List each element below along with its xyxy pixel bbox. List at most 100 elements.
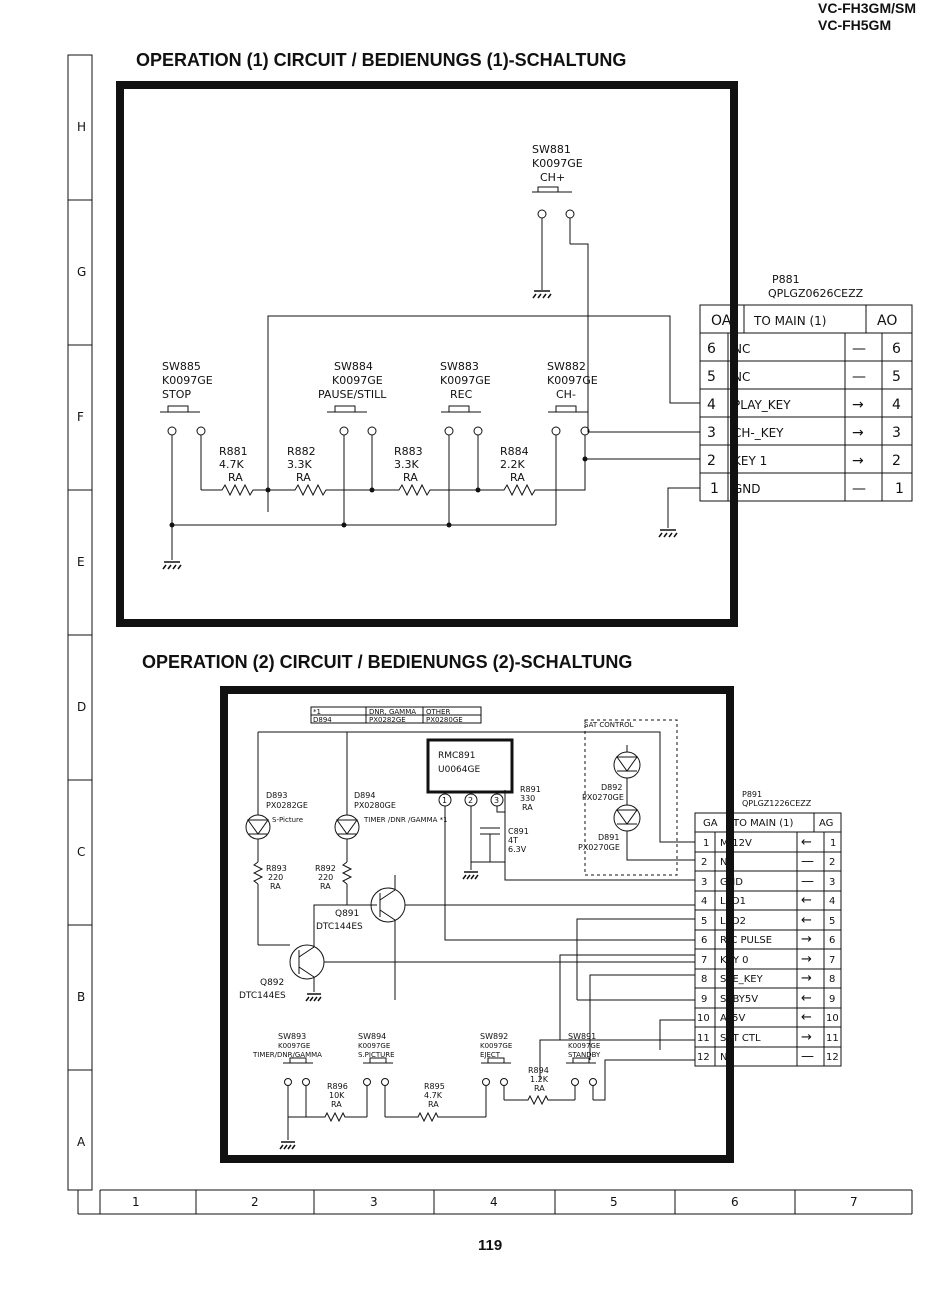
r892-value: 220 <box>318 873 333 882</box>
q891-ref: Q891 <box>335 909 359 919</box>
col-label: 1 <box>132 1195 140 1209</box>
r895-type: RA <box>428 1100 439 1109</box>
d894-label: TIMER /DNR /GAMMA *1 <box>363 816 448 824</box>
row-label: B <box>77 990 85 1004</box>
col-label: 3 <box>370 1195 378 1209</box>
r894-value: 1.2K <box>530 1075 549 1084</box>
p881-pin-name: KEY 1 <box>733 454 767 468</box>
r881-value: 4.7K <box>219 458 244 471</box>
p891-main-pin: 9 <box>829 994 835 1005</box>
sw892-ref: SW892 <box>480 1032 508 1041</box>
p891-pin-dir: ← <box>801 893 812 908</box>
circuit2-board-outline <box>220 686 734 1163</box>
p891-pin-num: 11 <box>697 1033 710 1044</box>
r892-type: RA <box>320 882 331 891</box>
p891-pin-num: 2 <box>701 857 707 868</box>
p891-pin-dir: ← <box>801 913 812 928</box>
p891-pin-num: 6 <box>701 935 707 946</box>
sw894-part: K0097GE <box>358 1042 390 1050</box>
p891-pin-name: NC <box>720 1052 734 1063</box>
r895-ref: R895 <box>424 1082 445 1091</box>
q891-part: DTC144ES <box>316 922 363 932</box>
r891-value: 330 <box>520 794 535 803</box>
sat-control-box <box>584 719 678 876</box>
p881-connector-table: OA TO MAIN (1) AO 6 NC — 6 5 NC — 5 4 PL… <box>699 304 913 502</box>
sw881-ref: SW881 <box>532 143 571 156</box>
sw885-ref: SW885 <box>162 360 201 373</box>
p891-pin-dir: ← <box>801 835 812 850</box>
r882-value: 3.3K <box>287 458 312 471</box>
r891-ref: R891 <box>520 785 541 794</box>
circuit1-board-outline <box>116 81 738 627</box>
p891-pin-num: 10 <box>697 1013 710 1024</box>
p881-pin-num: 3 <box>707 425 716 441</box>
sw881-part: K0097GE <box>532 157 583 170</box>
page-number: 119 <box>478 1237 503 1254</box>
p881-pin-name: NC <box>733 342 750 356</box>
sw891-part: K0097GE <box>568 1042 600 1050</box>
sw884-func: PAUSE/STILL <box>318 388 387 401</box>
p891-main-pin: 3 <box>829 877 835 888</box>
r881-ref: R881 <box>219 445 248 458</box>
sw884-part: K0097GE <box>332 374 383 387</box>
col-label: 6 <box>731 1195 739 1209</box>
col-label: 5 <box>610 1195 618 1209</box>
p891-main-pin: 6 <box>829 935 835 946</box>
p881-pin-name: PLAY_KEY <box>733 398 791 412</box>
p891-pin-name: AT5V <box>720 1013 746 1024</box>
p891-head-left: GA <box>703 818 718 829</box>
p881-part: QPLGZ0626CEZZ <box>768 287 864 300</box>
sw883-part: K0097GE <box>440 374 491 387</box>
d894-part: PX0280GE <box>354 801 396 810</box>
sw891-ref: SW891 <box>568 1032 596 1041</box>
sw894-func: S.PICTURE <box>358 1051 395 1059</box>
p891-head-mid: TO MAIN (1) <box>732 818 793 829</box>
c891-value: 4T <box>508 836 518 845</box>
p881-pin-num: 1 <box>710 481 719 497</box>
p881-pin-num: 4 <box>707 397 716 413</box>
p891-pin-dir: → <box>801 971 812 986</box>
d894-option-table: *1 DNR, GAMMA OTHER D894 PX0282GE PX0280… <box>310 706 482 724</box>
circuit1-title: OPERATION (1) CIRCUIT / BEDIENUNGS (1)-S… <box>136 50 627 70</box>
p881-pin-dir: → <box>852 397 864 413</box>
ic-pin-2: 2 <box>468 796 473 805</box>
r884-ref: R884 <box>500 445 529 458</box>
r896-type: RA <box>331 1100 342 1109</box>
circuit1-junctions <box>169 456 588 528</box>
d892-ref: D892 <box>601 783 622 792</box>
option-table-c3: PX0280GE <box>426 716 463 724</box>
p891-pin-dir: → <box>801 952 812 967</box>
p891-pin-num: 12 <box>697 1052 710 1063</box>
p891-ref: P891 <box>742 790 762 799</box>
sw881-func: CH+ <box>540 171 565 184</box>
ic-pin-3: 3 <box>494 796 499 805</box>
p881-pin-num: 5 <box>707 369 716 385</box>
rmc891-ref: RMC891 <box>438 751 475 761</box>
p891-pin-name: SPE_KEY <box>720 974 764 985</box>
p891-main-pin: 12 <box>826 1052 839 1063</box>
r884-type: RA <box>510 471 525 484</box>
p891-pin-num: 9 <box>701 994 707 1005</box>
q892-part: DTC144ES <box>239 991 286 1001</box>
col-label: 2 <box>251 1195 259 1209</box>
p891-pin-dir: ← <box>801 991 812 1006</box>
d893-ref: D893 <box>266 791 287 800</box>
r896-value: 10K <box>329 1091 345 1100</box>
sw883-ref: SW883 <box>440 360 479 373</box>
row-label: H <box>77 120 86 134</box>
sw885-func: STOP <box>162 388 191 401</box>
p891-pin-name: KEY 0 <box>720 955 749 966</box>
option-table-h1: *1 <box>313 708 321 716</box>
d894-ref: D894 <box>354 791 375 800</box>
p891-main-pin: 1 <box>830 838 836 849</box>
r892-ref: R892 <box>315 864 336 873</box>
row-label: C <box>77 845 85 859</box>
p891-main-pin: 11 <box>826 1033 839 1044</box>
frame-grid <box>67 54 913 1215</box>
col-label: 4 <box>490 1195 498 1209</box>
p881-pin-name: GND <box>733 482 761 496</box>
p891-pin-dir: — <box>801 1049 814 1064</box>
circuit1-grounds <box>162 290 678 570</box>
sw892-func: EJECT <box>480 1051 501 1059</box>
p891-main-pin: 2 <box>829 857 835 868</box>
